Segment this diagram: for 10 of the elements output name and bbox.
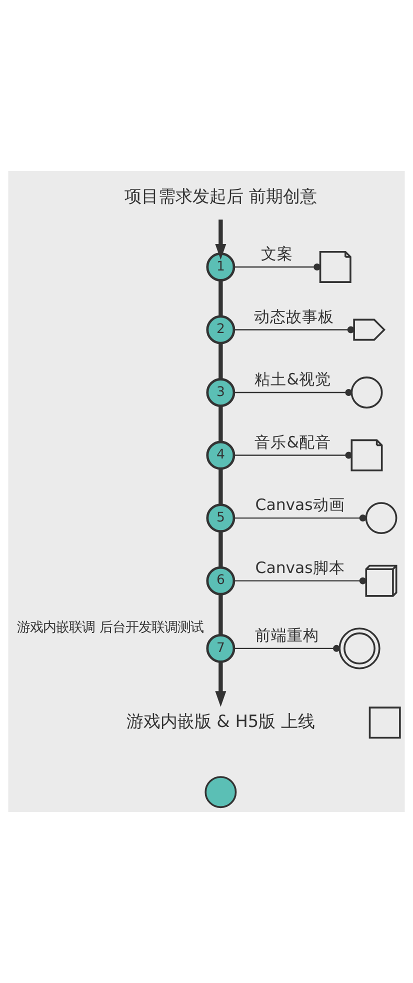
- node-text: 项目需求发起后 前期创意: [124, 186, 317, 206]
- edge-label: 动态故事板: [254, 306, 334, 326]
- edge-label: Canvas动画: [255, 495, 345, 514]
- node-label: 游戏内嵌联调 后台开发联调测试: [17, 620, 204, 636]
- edge-label: 前端重构: [254, 625, 319, 644]
- edge-label: 粘土&视觉: [254, 370, 331, 389]
- edge-label: 文案: [261, 244, 294, 263]
- edge-label: Canvas脚本: [255, 558, 345, 577]
- node-text: 游戏内嵌版 & H5版 上线: [126, 711, 316, 732]
- edge-label: 音乐&配音: [254, 432, 331, 452]
